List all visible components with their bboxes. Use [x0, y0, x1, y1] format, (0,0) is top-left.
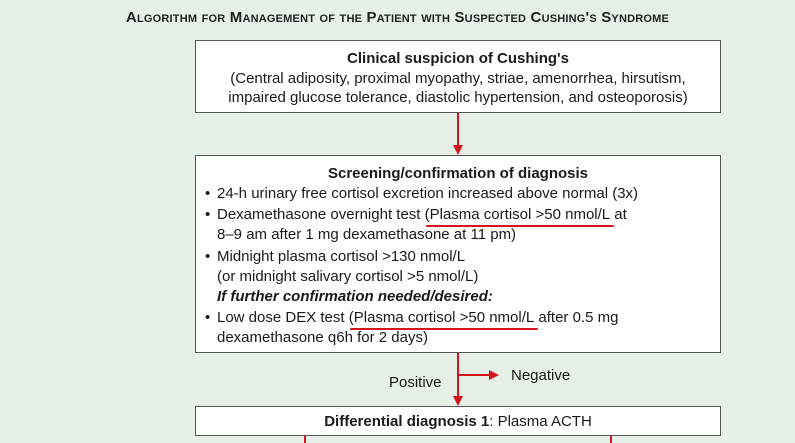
screening-item-text: Dexamethasone overnight test (	[217, 206, 430, 223]
further-confirmation-heading: If further confirmation needed/desired:	[217, 288, 493, 305]
screening-item-text: Midnight plasma cortisol >130 nmol/L	[217, 248, 466, 265]
screening-item-urinary-cortisol: • 24-h urinary free cortisol excretion in…	[205, 185, 638, 203]
plasma-cortisol-threshold-underlined: Plasma cortisol >50 nmol/L	[353, 309, 535, 326]
clinical-suspicion-line-2: impaired glucose tolerance, diastolic hy…	[228, 89, 688, 106]
screening-item-continuation: dexamethasone q6h for 2 days)	[217, 329, 428, 346]
differential-diagnosis-text: Differential diagnosis 1: Plasma ACTH	[196, 413, 720, 430]
differential-diagnosis-heading: Differential diagnosis 1	[324, 413, 490, 430]
screening-item-low-dose-dex: • Low dose DEX test (Plasma cortisol >50 …	[205, 309, 618, 327]
screening-item-continuation: (or midnight salivary cortisol >5 nmol/L…	[217, 268, 479, 285]
differential-diagnosis-box: Differential diagnosis 1: Plasma ACTH	[195, 406, 721, 436]
plasma-cortisol-threshold-underlined: Plasma cortisol >50 nmol/L	[429, 206, 611, 223]
clinical-suspicion-line-1: (Central adiposity, proximal myopathy, s…	[230, 70, 686, 87]
screening-heading: Screening/confirmation of diagnosis	[327, 165, 589, 182]
screening-item-text: after 0.5 mg	[534, 309, 619, 326]
screening-item-text: 24-h urinary free cortisol excretion inc…	[217, 185, 639, 202]
bullet: •	[205, 206, 211, 223]
bullet: •	[205, 309, 211, 326]
clinical-suspicion-heading: Clinical suspicion of Cushing's	[347, 50, 569, 67]
page-title: Algorithm for Management of the Patient …	[125, 9, 670, 26]
differential-diagnosis-detail: : Plasma ACTH	[489, 413, 592, 430]
negative-label: Negative	[511, 367, 571, 384]
screening-item-text: Low dose DEX test (	[217, 309, 354, 326]
bullet: •	[205, 185, 211, 202]
screening-item-midnight-cortisol: • Midnight plasma cortisol >130 nmol/L	[205, 248, 465, 266]
screening-item-dexamethasone-overnight: • Dexamethasone overnight test (Plasma co…	[205, 206, 627, 224]
screening-item-text: at	[610, 206, 627, 223]
screening-item-continuation: 8–9 am after 1 mg dexamethasone at 11 pm…	[217, 226, 517, 243]
screening-box: Screening/confirmation of diagnosis • 24-…	[195, 155, 721, 353]
bullet: •	[205, 248, 211, 265]
positive-label: Positive	[389, 374, 442, 391]
clinical-suspicion-description: (Central adiposity, proximal myopathy, s…	[196, 69, 720, 107]
clinical-suspicion-box: Clinical suspicion of Cushing's (Central…	[195, 40, 721, 113]
